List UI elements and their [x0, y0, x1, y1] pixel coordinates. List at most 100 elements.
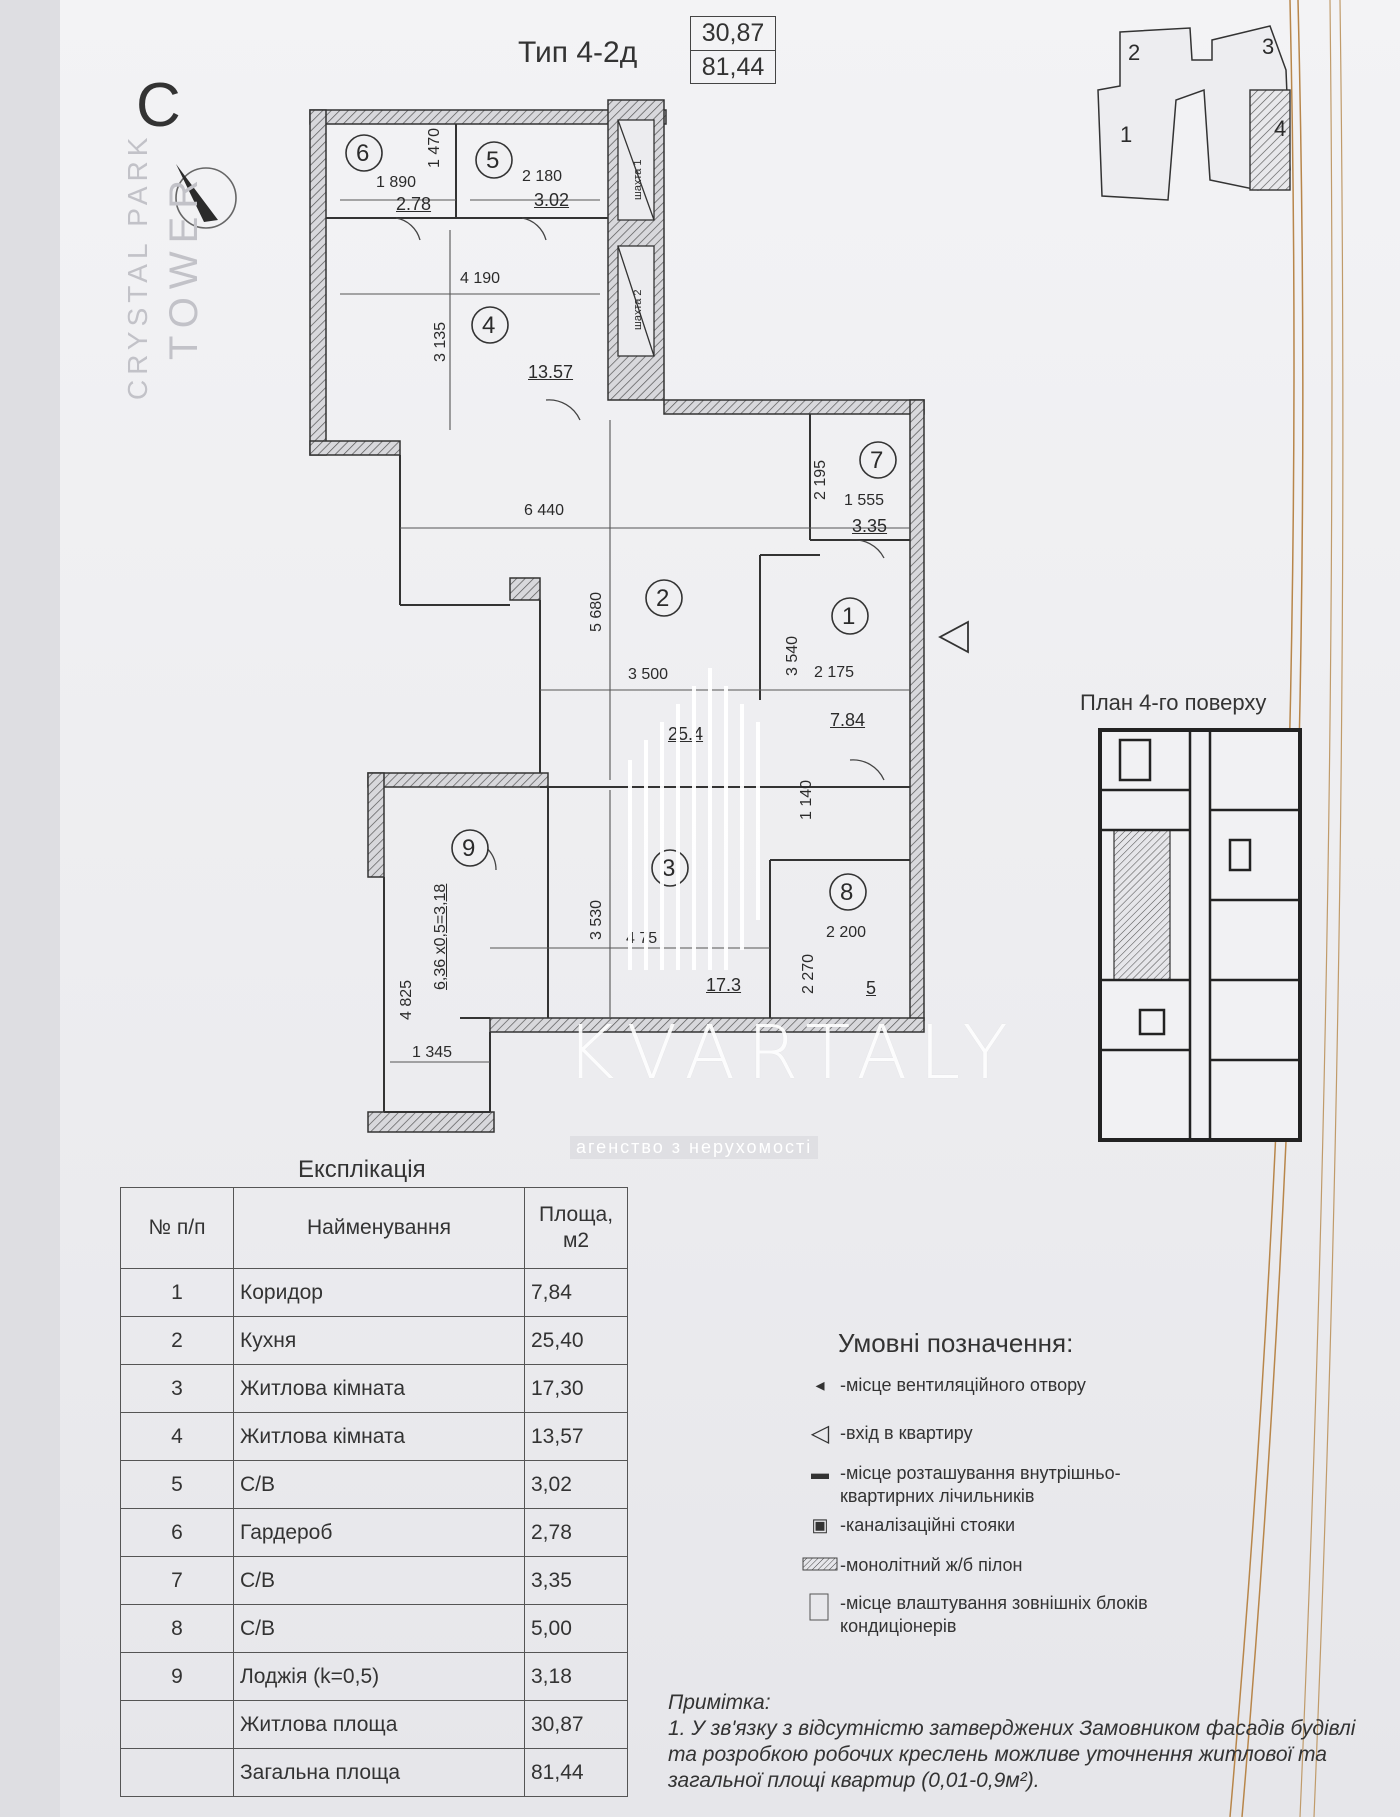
dim-room8-width: 2 200: [826, 924, 867, 941]
note-block: Примітка: 1. У зв'язку з відсутністю зат…: [668, 1690, 1388, 1794]
room-3-number: 3: [662, 855, 676, 882]
entrance-icon: ◁: [810, 1420, 830, 1447]
table-header-row: № п/п Найменування Площа, м2: [120, 1187, 628, 1269]
key-plan-label-4: 4: [1274, 116, 1287, 141]
row-name: Гардероб: [233, 1508, 525, 1557]
row-name: С/В: [233, 1604, 525, 1653]
row-area: 25,40: [524, 1316, 628, 1365]
loggia-area-formula: 6,36 x0,5=3,18: [432, 883, 449, 990]
dim-total-width: 6 440: [524, 502, 565, 519]
row-area: 7,84: [524, 1268, 628, 1317]
room-4-area: 13.57: [528, 362, 574, 382]
room-1-area: 7.84: [830, 710, 866, 730]
apartment-floor-plan: [309, 99, 969, 1133]
row-area: 3,18: [524, 1652, 628, 1701]
dim-room6-height: 1 470: [426, 127, 443, 168]
row-name: Коридор: [233, 1268, 525, 1317]
row-number: 5: [120, 1460, 234, 1509]
row-name: С/В: [233, 1556, 525, 1605]
row-name: С/В: [233, 1460, 525, 1509]
room-8-area: 5: [866, 978, 877, 998]
watermark-tagline: агенство з нерухомості: [570, 1136, 819, 1159]
watermark-brand: KVARTALY: [566, 1010, 1020, 1096]
row-name: Лоджія (k=0,5): [233, 1652, 525, 1701]
dim-room4-width: 4 190: [460, 270, 501, 287]
row-number: 1: [120, 1268, 234, 1317]
row-number: 8: [120, 1604, 234, 1653]
legend-item-meters: ▬ -місце розташування внутрішньо-квартирн…: [800, 1462, 1170, 1508]
legend-item-ac-units: -місце влаштування зовнішніх блоків конд…: [800, 1592, 1150, 1638]
row-name: Житлова кімната: [233, 1412, 525, 1461]
dim-room1-width: 2 175: [814, 664, 855, 681]
legend-text: -вхід в квартиру: [840, 1423, 973, 1443]
row-area: 2,78: [524, 1508, 628, 1557]
legend-item-sewer: ▣-каналізаційні стояки: [800, 1514, 1015, 1537]
row-name: Кухня: [233, 1316, 525, 1365]
ventilation-icon: ◂: [815, 1375, 825, 1395]
dim-loggia-width: 1 345: [412, 1044, 453, 1061]
dim-room5-width: 2 180: [522, 168, 563, 185]
dim-room2-height: 5 680: [588, 591, 605, 632]
legend-text: -монолітний ж/б пілон: [840, 1555, 1023, 1575]
room-9-number: 9: [462, 835, 476, 862]
room-8-number: 8: [840, 879, 854, 906]
note-title: Примітка:: [668, 1691, 771, 1714]
room-6-area: 2.78: [396, 194, 432, 214]
legend-text: -місце розташування внутрішньо-квартирни…: [840, 1463, 1121, 1506]
dim-room2-width: 3 500: [628, 666, 669, 683]
room-7-area: 3.35: [852, 516, 888, 536]
dim-room3-width: 4 75: [626, 930, 658, 947]
dim-room7-width: 1 555: [844, 492, 885, 509]
room-5-number: 5: [486, 147, 500, 174]
row-number: 2: [120, 1316, 234, 1365]
header-number: № п/п: [120, 1187, 234, 1269]
sheet-left-edge: [0, 0, 60, 1817]
key-plan-label-3: 3: [1262, 34, 1275, 59]
key-plan-label-1: 1: [1120, 122, 1133, 147]
row-number: [120, 1700, 234, 1749]
room-1-number: 1: [842, 603, 856, 630]
dim-room7-height: 2 195: [812, 459, 829, 500]
dim-loggia-height: 4 825: [398, 979, 415, 1020]
row-number: 6: [120, 1508, 234, 1557]
room-4-number: 4: [482, 312, 496, 339]
row-number: 3: [120, 1364, 234, 1413]
row-name: Житлова кімната: [233, 1364, 525, 1413]
apartment-type-label: Тип 4-2д: [518, 36, 638, 69]
section-letter: С: [136, 71, 181, 140]
header-area: Площа, м2: [524, 1187, 628, 1269]
legend-text: -місце влаштування зовнішніх блоків конд…: [840, 1593, 1148, 1636]
hatched-pylon-icon: [800, 1554, 840, 1577]
row-area: 81,44: [524, 1748, 628, 1797]
legend-title: Умовні позначення:: [838, 1328, 1074, 1358]
note-text: 1. У зв'язку з відсутністю затверджених …: [668, 1717, 1356, 1792]
meter-icon: ▬: [811, 1463, 829, 1483]
row-area: 5,00: [524, 1604, 628, 1653]
north-arrow-icon: [175, 164, 237, 229]
legend-item-pylon: -монолітний ж/б пілон: [800, 1554, 1023, 1577]
row-area: 17,30: [524, 1364, 628, 1413]
row-name: Житлова площа: [233, 1700, 525, 1749]
row-number: 4: [120, 1412, 234, 1461]
row-area: 13,57: [524, 1412, 628, 1461]
row-area: 30,87: [524, 1700, 628, 1749]
row-area: 3,02: [524, 1460, 628, 1509]
row-number: [120, 1748, 234, 1797]
row-area: 3,35: [524, 1556, 628, 1605]
room-6-number: 6: [356, 140, 370, 167]
shaft-1-label: шахта 1: [632, 159, 644, 200]
area-summary-box: 30,87 81,44: [690, 16, 776, 84]
header-name: Найменування: [233, 1187, 525, 1269]
floor-plan-title: План 4-го поверху: [1080, 690, 1267, 715]
watermark-logo-icon: [628, 668, 760, 970]
